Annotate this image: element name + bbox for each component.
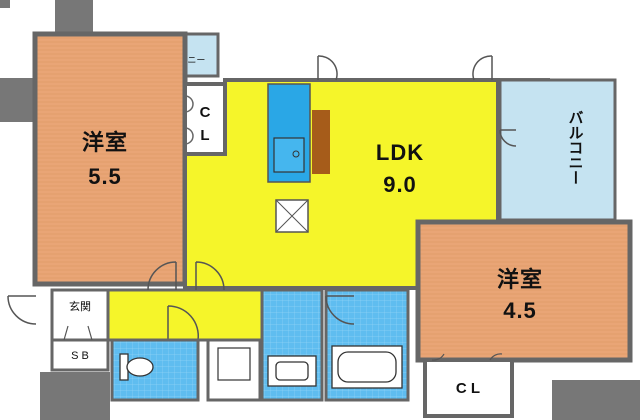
shoe-box	[50, 338, 110, 372]
bathroom-door	[325, 295, 355, 325]
western-room-left-size: 5.5	[88, 164, 122, 189]
western-room-left-name: 洋室	[82, 130, 128, 155]
western-room-right	[415, 219, 633, 363]
entrance-label: 玄関	[69, 299, 91, 313]
balcony-right-door	[499, 129, 517, 147]
closet-bottom	[423, 358, 514, 418]
washbasin-icon	[267, 355, 317, 387]
hallway-door-right	[195, 261, 225, 291]
shoe-box-label: S B	[71, 350, 89, 362]
closet-left-label-l: L	[200, 127, 209, 144]
storage-inner-icon	[217, 347, 251, 381]
ldk-size: 9.0	[383, 172, 417, 197]
closet-left-door	[184, 95, 194, 145]
toilet-door	[167, 305, 200, 341]
closet-bottom-label: C L	[456, 380, 480, 397]
bathtub-icon	[331, 345, 403, 389]
ldk-top-door-right	[472, 55, 493, 81]
ldk-top-door-left	[317, 55, 338, 81]
fridge-space-icon	[275, 199, 309, 233]
kitchen-sink	[273, 137, 305, 173]
toilet-icon	[119, 353, 154, 381]
hallway-door-left	[147, 261, 177, 291]
balcony-right	[498, 78, 617, 222]
kitchen-wood-counter	[312, 110, 330, 174]
western-room-left	[32, 31, 188, 287]
closet-bottom-door	[431, 353, 503, 361]
shoe-box-door	[63, 325, 93, 341]
entrance-door	[7, 295, 37, 325]
toilet-room	[110, 338, 200, 402]
kitchen-faucet-icon	[292, 150, 300, 158]
western-room-right-size: 4.5	[503, 298, 537, 323]
ldk-name: LDK	[376, 140, 424, 165]
balcony-right-label: バルコニー	[567, 110, 584, 185]
closet-left-label-c: C	[200, 104, 211, 121]
hallway	[106, 288, 264, 342]
entrance	[50, 288, 110, 342]
western-room-right-name: 洋室	[497, 267, 543, 292]
